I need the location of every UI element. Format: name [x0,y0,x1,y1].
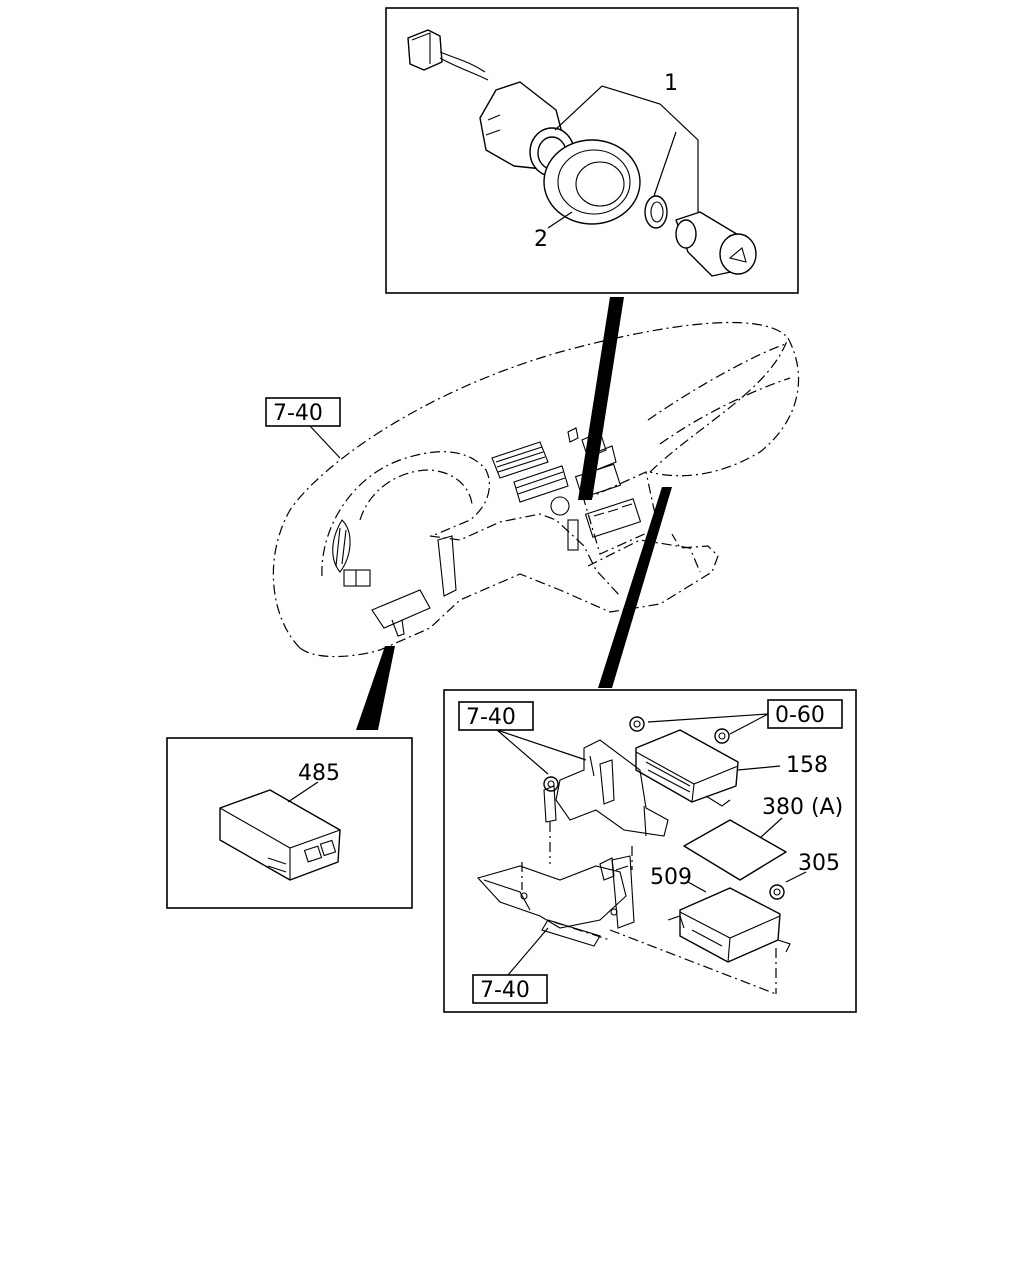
lighter-ring [644,195,668,229]
lighter-socket [479,81,575,177]
control-units-box: 7-40 0-60 7-40 [443,689,857,1013]
bracket-ref-bottom-box [472,974,548,1004]
leader-bolt [647,713,769,735]
bolts [543,716,785,900]
leader-380a [759,817,783,839]
unit-509 [667,887,791,963]
callout-dash-ref: 7-40 [273,401,323,426]
dash-outline-upper [272,321,800,649]
leader-305 [785,871,807,883]
lighter-bezel [543,139,641,225]
leader-509 [687,881,707,893]
leader-item-1 [554,85,699,212]
connector-leaders [356,297,672,730]
callout-509: 509 [650,865,692,890]
unit-158 [635,729,739,807]
callout-bracket-ref-bottom: 7-40 [480,978,530,1003]
leader-dash-ref [309,425,341,459]
lighter-plug [675,211,757,277]
callout-158: 158 [786,753,828,778]
bolt-ref-box [767,699,843,729]
leader-485 [287,781,319,803]
leader-bracket-top [496,729,587,775]
dash-ref-box [265,397,341,427]
callout-item-2: 2 [534,227,548,252]
lighter-harness [407,29,489,81]
label-380a-sheet [683,819,787,881]
callout-380a: 380 (A) [762,795,843,820]
callout-bracket-ref-top: 7-40 [466,705,516,730]
callout-305: 305 [798,851,840,876]
leader-158 [737,765,781,771]
dashboard-illustration: 7-40 [265,321,800,658]
callout-item-1: 1 [664,71,678,96]
module-485-box: 485 [166,737,413,909]
lighter-detail-box: 1 2 [385,7,799,294]
bracket-ref-top-box [458,701,534,731]
leader-item-2 [547,211,573,229]
callout-485: 485 [298,761,340,786]
callout-bolt-ref: 0-60 [775,703,825,728]
leader-bracket-bottom [507,927,549,976]
mounting-brackets [476,739,669,947]
